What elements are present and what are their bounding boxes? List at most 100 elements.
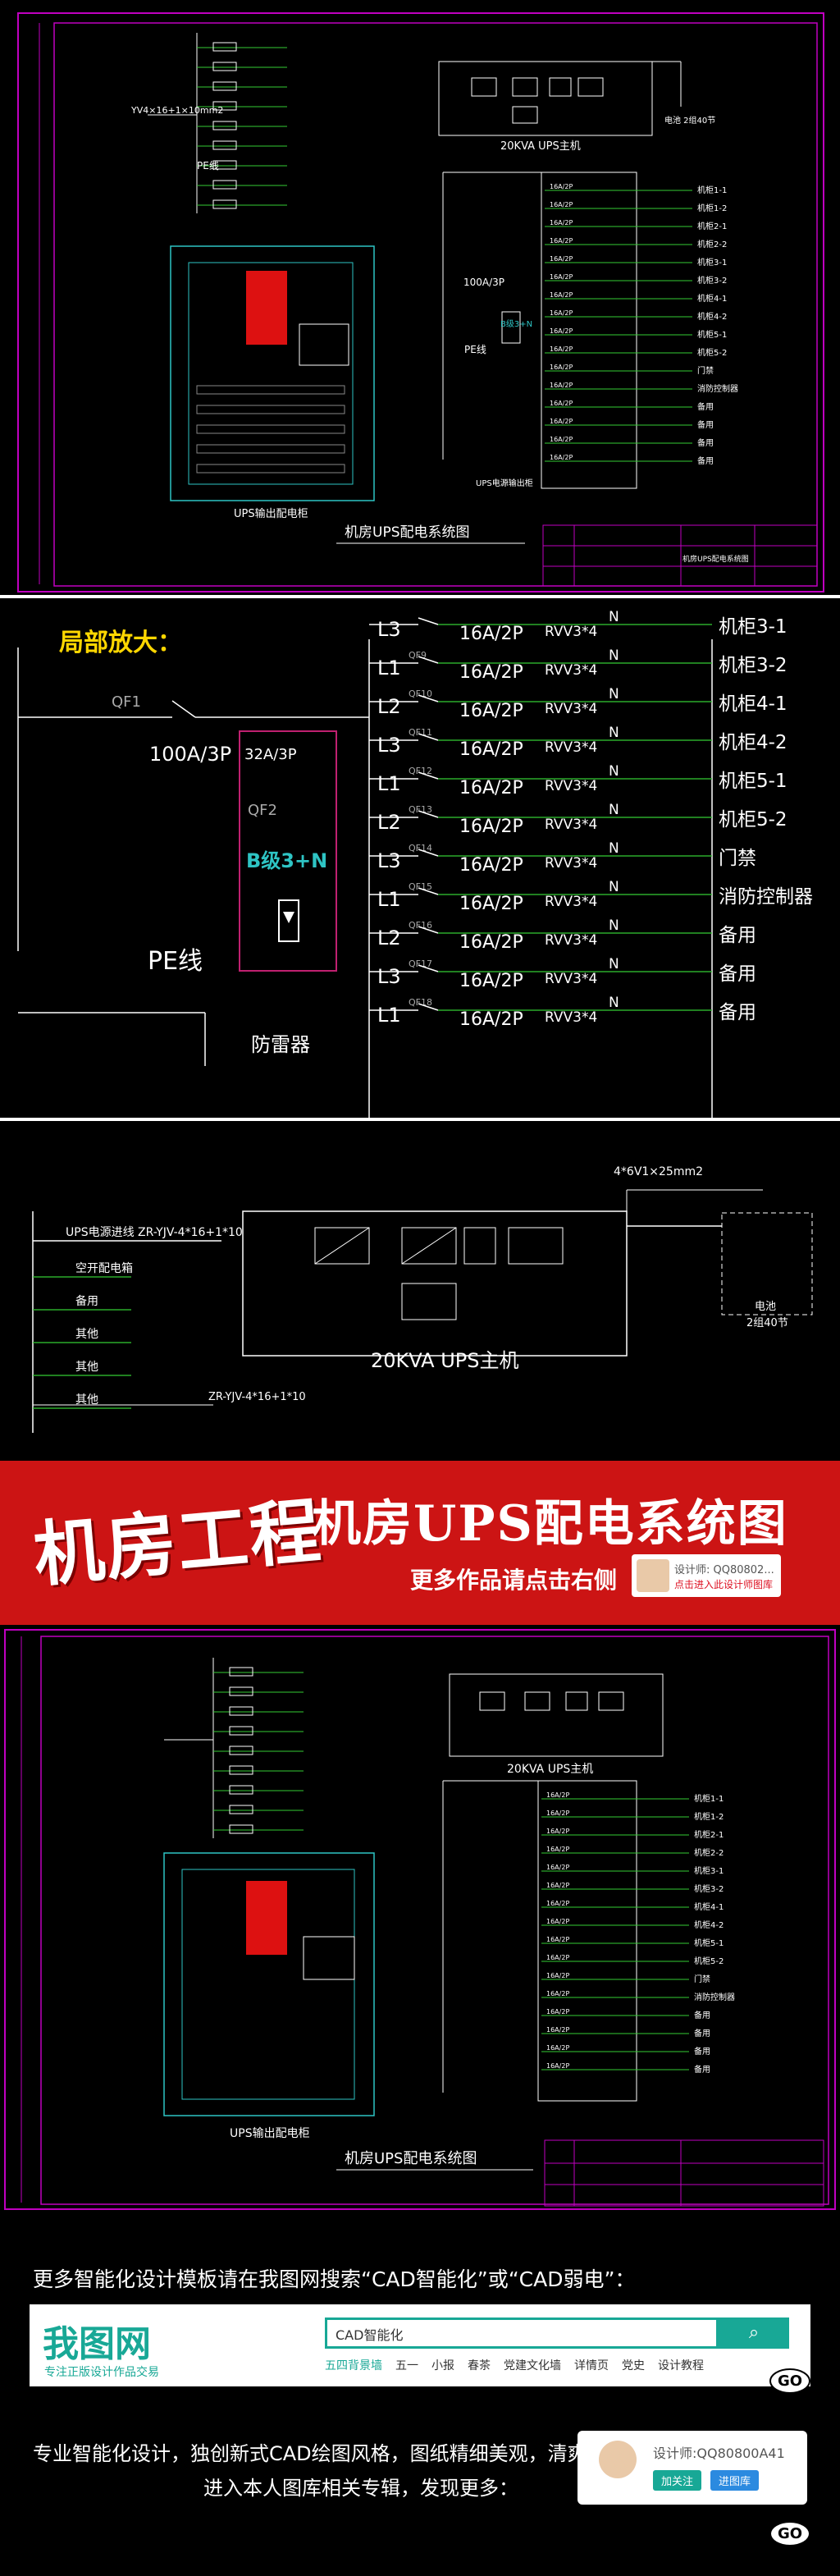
- bank-breaker: [229, 1686, 253, 1696]
- circuit-load: 机柜3-1: [697, 257, 727, 268]
- site-search-panel: 我图网 专注正版设计作品交易 CAD智能化 ⌕ 五四背景墙 五一 小报 春茶 党…: [30, 2304, 810, 2386]
- tag[interactable]: 详情页: [574, 2359, 609, 2372]
- cable-spec: RVV3*4: [545, 817, 597, 833]
- circuit-load: 机柜4-1: [697, 293, 727, 304]
- tag[interactable]: 小报: [431, 2359, 454, 2372]
- circuit-load: 机柜5-1: [694, 1938, 724, 1948]
- tag[interactable]: 设计教程: [658, 2359, 704, 2372]
- spd-box: [239, 730, 337, 972]
- circuit-load: 机柜3-2: [697, 275, 727, 286]
- load-label: 门禁: [719, 848, 756, 869]
- qf-label: QF13: [409, 804, 432, 815]
- designer-card[interactable]: 设计师: QQ80802... 点击进入此设计师图库: [632, 1554, 781, 1597]
- qf1-label: 100A/3P: [463, 277, 504, 288]
- bank-breaker: [212, 160, 237, 170]
- load-label: 备用: [719, 1002, 756, 1023]
- bank-breaker: [212, 140, 237, 150]
- circuit-load: 机柜1-2: [697, 203, 727, 213]
- output-label: 其他: [75, 1328, 98, 1341]
- site-logo[interactable]: 我图网: [43, 2323, 151, 2365]
- designer-id: 设计师: QQ80802...: [674, 1564, 774, 1576]
- bank-breaker: [229, 1805, 253, 1814]
- cad-panel-top: YV4×16+1×10mm2 PE线 UPS输出配电柜 20KVA UPS主机 …: [0, 0, 840, 595]
- go-badge-icon[interactable]: GO: [769, 2368, 811, 2394]
- circuit-load: 门禁: [694, 1974, 710, 1984]
- tag[interactable]: 五四背景墙: [325, 2359, 382, 2372]
- search-icon[interactable]: ⌕: [719, 2317, 789, 2349]
- neutral-label: N: [609, 840, 619, 857]
- designer-link[interactable]: 点击进入此设计师图库: [674, 1579, 774, 1590]
- zoom-drawing: 局部放大： QF1 100A/3P 32A/3P QF2 B级3+N PE线 防…: [17, 609, 813, 1118]
- circuit-load: 机柜3-1: [694, 1865, 724, 1876]
- tag[interactable]: 春茶: [468, 2359, 491, 2372]
- hot-tags: 五四背景墙 五一 小报 春茶 党建文化墙 详情页 党史 设计教程: [325, 2357, 704, 2373]
- banner-subtitle: 更多作品请点击右侧: [410, 1567, 618, 1594]
- din-rail: [196, 385, 345, 395]
- circuit-breaker: 16A/2P: [546, 1972, 569, 1979]
- circuit-breaker: 16A/2P: [546, 2062, 569, 2070]
- circuit-load: 备用: [694, 2046, 710, 2057]
- cabinet-label-2: UPS输出配电柜: [230, 2127, 310, 2140]
- follow-button[interactable]: 加关注: [653, 2470, 702, 2491]
- zoom-panel: 局部放大： QF1 100A/3P 32A/3P QF2 B级3+N PE线 防…: [0, 598, 840, 1118]
- circuit-breaker: 16A/2P: [546, 1900, 569, 1907]
- circuit-load: 机柜1-2: [694, 1811, 724, 1822]
- designer-card-2[interactable]: 设计师:QQ80800A41 加关注 进图库: [578, 2431, 807, 2505]
- battery-label: 电池 2组40节: [664, 115, 715, 126]
- circuit-load: 机柜2-2: [697, 239, 727, 249]
- pe-line-label: PE线: [148, 947, 203, 976]
- qf-label: QF14: [409, 843, 432, 853]
- input-cable-label: YV4×16+1×10mm2: [130, 105, 223, 116]
- qf-label: QF15: [409, 881, 432, 892]
- go-badge-icon[interactable]: GO: [769, 2521, 811, 2546]
- tag[interactable]: 党史: [622, 2359, 645, 2372]
- tag[interactable]: 五一: [395, 2359, 418, 2372]
- phase-label: L2: [377, 695, 401, 718]
- qf2: QF2: [248, 802, 277, 819]
- phase-label: L1: [377, 1004, 401, 1027]
- bank-breaker: [229, 1824, 253, 1834]
- qf-label: QF16: [409, 920, 432, 931]
- bank-breaker: [212, 101, 237, 111]
- spd-class: B级3+N: [246, 849, 327, 872]
- circuit-load: 机柜1-1: [694, 1793, 724, 1804]
- cable-spec: RVV3*4: [545, 971, 597, 987]
- circuit-breaker: 16A/2P: [546, 1918, 569, 1925]
- bank-breaker: [229, 1667, 253, 1677]
- circuit-load: 机柜3-2: [694, 1883, 724, 1894]
- dist-panel: [541, 172, 637, 489]
- footer: 更多智能化设计模板请在我图网搜索“CAD智能化”或“CAD弱电”： 我图网 专注…: [0, 2216, 840, 2576]
- cabinet-rails: [196, 385, 345, 474]
- circuit-breaker: 16A/2P: [546, 2044, 569, 2052]
- cabinet-spd: [299, 323, 349, 366]
- cabinet-inner: [188, 262, 354, 485]
- circuit-breaker: 16A/2P: [550, 219, 573, 226]
- neutral-label: N: [609, 647, 619, 664]
- gallery-button[interactable]: 进图库: [710, 2470, 760, 2491]
- circuit-breaker: 16A/2P: [546, 1936, 569, 1943]
- circuit-breaker: 16A/2P: [550, 201, 573, 208]
- intro-text: 专业智能化设计，独创新式CAD绘图风格，图纸精细美观，清爽大气。: [33, 2442, 646, 2465]
- cable-spec: RVV3*4: [545, 662, 597, 679]
- circuit-load: 备用: [694, 2010, 710, 2020]
- din-rail: [196, 405, 345, 414]
- circuit-load: 消防控制器: [697, 383, 738, 394]
- circuit-breaker: 16A/2P: [550, 291, 573, 299]
- separator: [0, 595, 840, 598]
- phase-label: L1: [377, 888, 401, 911]
- output-label: 备用: [75, 1294, 98, 1308]
- bank-breaker: [212, 121, 237, 130]
- bank-breaker: [212, 42, 237, 52]
- search-input[interactable]: CAD智能化: [325, 2317, 719, 2349]
- neutral-label: N: [609, 725, 619, 741]
- tag[interactable]: 党建文化墙: [504, 2359, 561, 2372]
- circuit-load: 机柜5-2: [697, 347, 727, 358]
- circuit-breaker: 16A/2P: [550, 309, 573, 317]
